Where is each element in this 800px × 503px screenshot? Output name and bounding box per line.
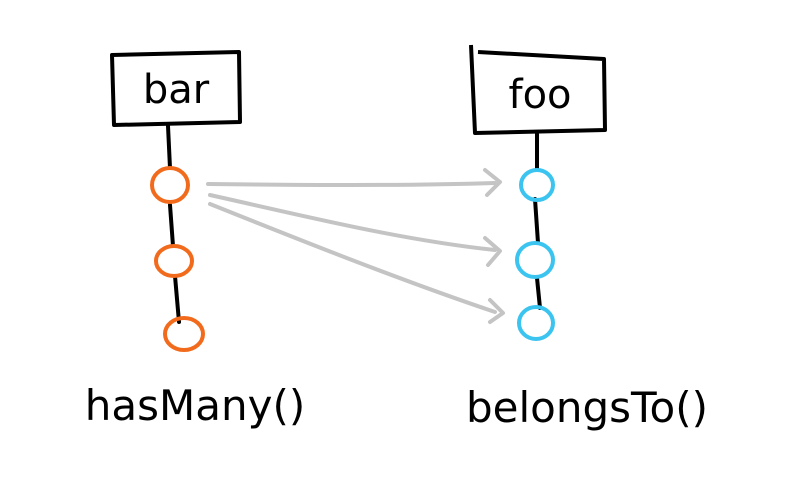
- foo-spine: [533, 132, 542, 310]
- has-many-label: hasMany(): [85, 381, 305, 430]
- arrowhead-3: [488, 298, 505, 324]
- foo-title: foo: [508, 72, 571, 118]
- arrow-1: [206, 181, 497, 187]
- belongs-to-label: belongsTo(): [466, 383, 708, 432]
- bar-model: bar hasMany(): [85, 50, 305, 430]
- bar-node-3: [163, 316, 205, 352]
- foo-node-3: [517, 305, 555, 341]
- bar-node-2: [154, 244, 194, 278]
- arrowhead-2: [483, 236, 502, 267]
- foo-node-2: [515, 241, 555, 279]
- arrow-2: [208, 193, 497, 252]
- bar-spine: [166, 124, 181, 324]
- foo-box: [469, 44, 607, 135]
- bar-title: bar: [143, 67, 210, 113]
- arrow-3: [208, 202, 497, 314]
- foo-model: foo belongsTo(): [466, 44, 708, 432]
- bar-box: [110, 50, 242, 127]
- bar-node-1: [150, 166, 190, 204]
- relation-arrows: [206, 168, 505, 324]
- arrowhead-1: [483, 168, 502, 197]
- foo-node-1: [519, 168, 555, 202]
